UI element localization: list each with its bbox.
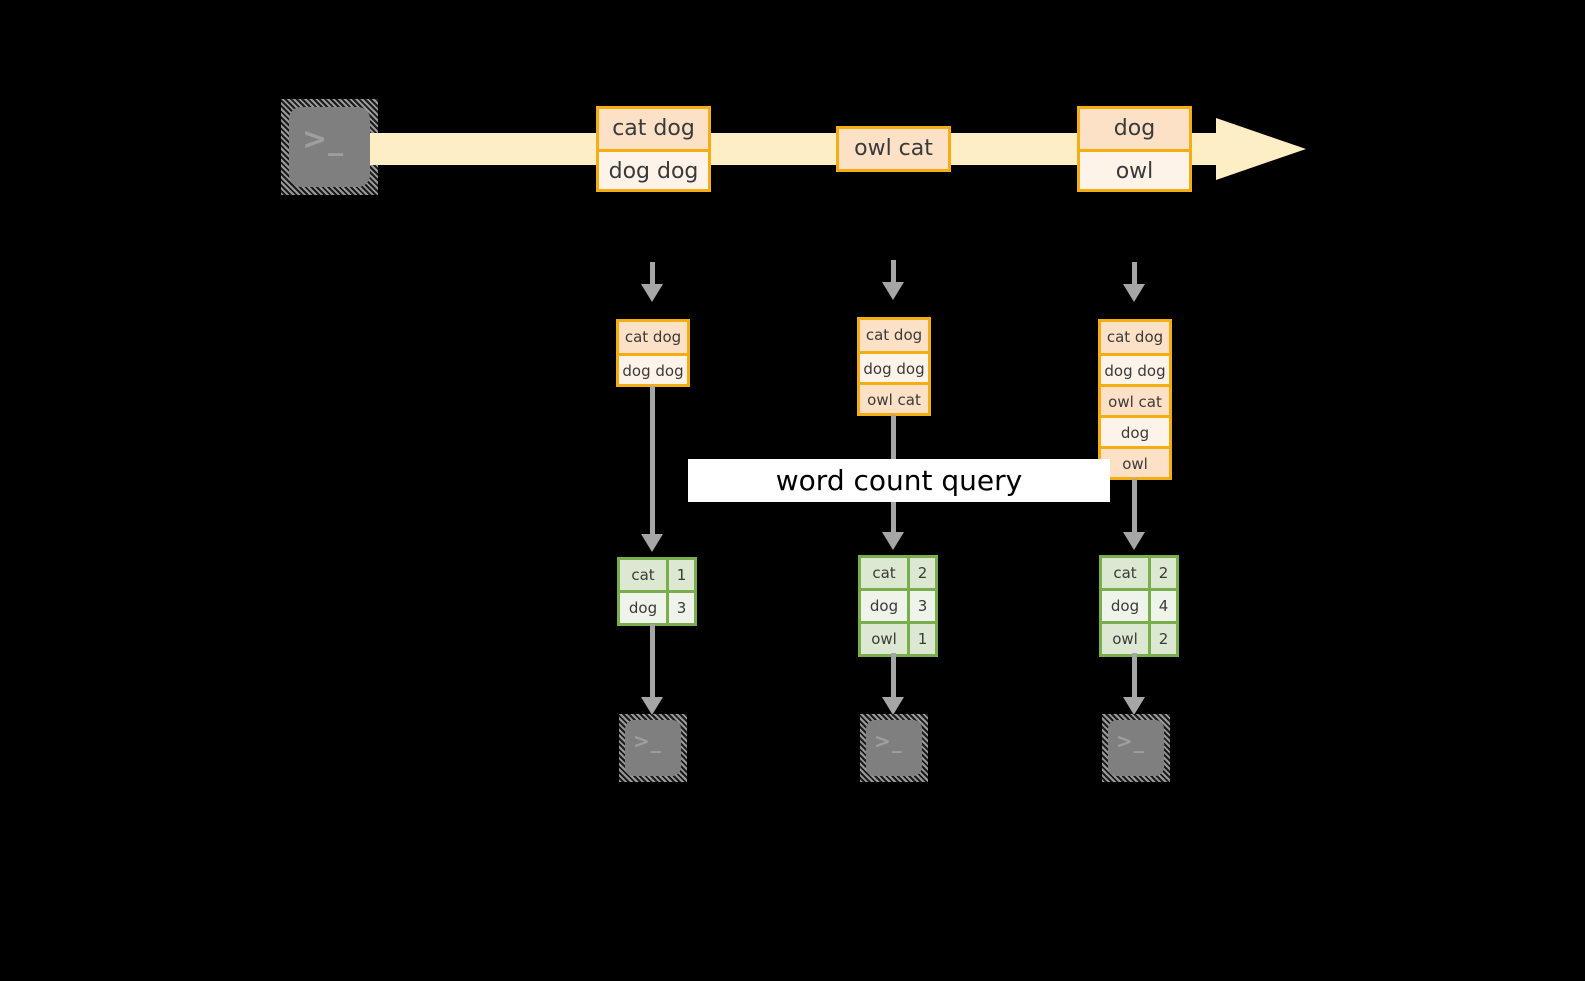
result-word: dog (861, 591, 907, 621)
result-count: 3 (666, 593, 694, 623)
result-to-sink-connector-1 (650, 624, 655, 699)
batch-record: owl cat (1101, 384, 1169, 415)
result-to-sink-connector-3 (1132, 653, 1137, 699)
batch-record: owl cat (860, 382, 928, 413)
batch-record: dog dog (860, 351, 928, 382)
table-row: cat 2 (861, 558, 935, 588)
result-count: 1 (666, 560, 694, 590)
stream-record: dog (1080, 109, 1189, 149)
terminal-prompt-glyph: >_ (874, 729, 903, 753)
result-word: owl (861, 624, 907, 654)
batch-record: owl (1101, 446, 1169, 477)
result-table-3: cat 2 dog 4 owl 2 (1099, 555, 1179, 657)
stream-batch-2: owl cat (836, 126, 951, 172)
result-count: 2 (907, 558, 935, 588)
batch-record: dog dog (619, 353, 687, 384)
stream-to-batch-connector-1 (650, 262, 655, 286)
stream-record: owl cat (839, 129, 948, 169)
result-count: 1 (907, 624, 935, 654)
stream-to-batch-connector-3 (1132, 262, 1137, 286)
table-row: dog 3 (620, 590, 694, 623)
micro-batch-input-2: cat dog dog dog owl cat (857, 317, 931, 416)
result-to-sink-arrowhead-2 (882, 697, 904, 715)
result-to-sink-arrowhead-3 (1123, 697, 1145, 715)
stream-batch-3: dog owl (1077, 106, 1192, 192)
stream-batch-1: cat dog dog dog (596, 106, 711, 192)
stream-to-batch-arrowhead-3 (1123, 284, 1145, 302)
stream-to-batch-connector-2 (891, 260, 896, 284)
result-table-2: cat 2 dog 3 owl 1 (858, 555, 938, 657)
batch-to-result-arrowhead-3 (1123, 532, 1145, 550)
terminal-screen (866, 720, 922, 776)
terminal-prompt-glyph: >_ (633, 729, 662, 753)
batch-record: cat dog (619, 322, 687, 353)
result-word: dog (620, 593, 666, 623)
terminal-screen (625, 720, 681, 776)
result-count: 4 (1148, 591, 1176, 621)
sink-terminal-icon-1: >_ (619, 714, 687, 782)
batch-to-result-connector-1 (650, 386, 655, 536)
batch-record: dog dog (1101, 353, 1169, 384)
result-count: 2 (1148, 558, 1176, 588)
result-word: cat (861, 558, 907, 588)
result-word: dog (1102, 591, 1148, 621)
stream-arrow-shaft (370, 133, 1216, 165)
table-row: owl 2 (1102, 621, 1176, 654)
stream-record: owl (1080, 149, 1189, 189)
stream-to-batch-arrowhead-2 (882, 282, 904, 300)
terminal-prompt-glyph: >_ (302, 122, 345, 157)
source-terminal-icon: >_ (281, 99, 378, 195)
stream-record: dog dog (599, 149, 708, 189)
table-row: dog 3 (861, 588, 935, 621)
input-event-stream-arrow (370, 118, 1306, 180)
stream-to-batch-arrowhead-1 (641, 284, 663, 302)
result-word: cat (620, 560, 666, 590)
result-to-sink-connector-2 (891, 653, 896, 699)
sink-terminal-icon-3: >_ (1102, 714, 1170, 782)
batch-record: cat dog (860, 320, 928, 351)
result-table-1: cat 1 dog 3 (617, 557, 697, 626)
table-row: cat 2 (1102, 558, 1176, 588)
table-row: dog 4 (1102, 588, 1176, 621)
terminal-screen (289, 107, 370, 187)
stream-arrow-head (1216, 118, 1306, 180)
result-count: 2 (1148, 624, 1176, 654)
batch-to-result-arrowhead-1 (641, 534, 663, 552)
result-word: owl (1102, 624, 1148, 654)
table-row: owl 1 (861, 621, 935, 654)
micro-batch-input-3: cat dog dog dog owl cat dog owl (1098, 319, 1172, 480)
terminal-screen (1108, 720, 1164, 776)
query-banner: word count query (688, 459, 1110, 502)
batch-to-result-connector-3 (1132, 479, 1137, 534)
sink-terminal-icon-2: >_ (860, 714, 928, 782)
result-word: cat (1102, 558, 1148, 588)
table-row: cat 1 (620, 560, 694, 590)
result-to-sink-arrowhead-1 (641, 697, 663, 715)
batch-record: cat dog (1101, 322, 1169, 353)
micro-batch-input-1: cat dog dog dog (616, 319, 690, 387)
terminal-prompt-glyph: >_ (1116, 729, 1145, 753)
result-count: 3 (907, 591, 935, 621)
stream-record: cat dog (599, 109, 708, 149)
batch-to-result-arrowhead-2 (882, 532, 904, 550)
batch-record: dog (1101, 415, 1169, 446)
